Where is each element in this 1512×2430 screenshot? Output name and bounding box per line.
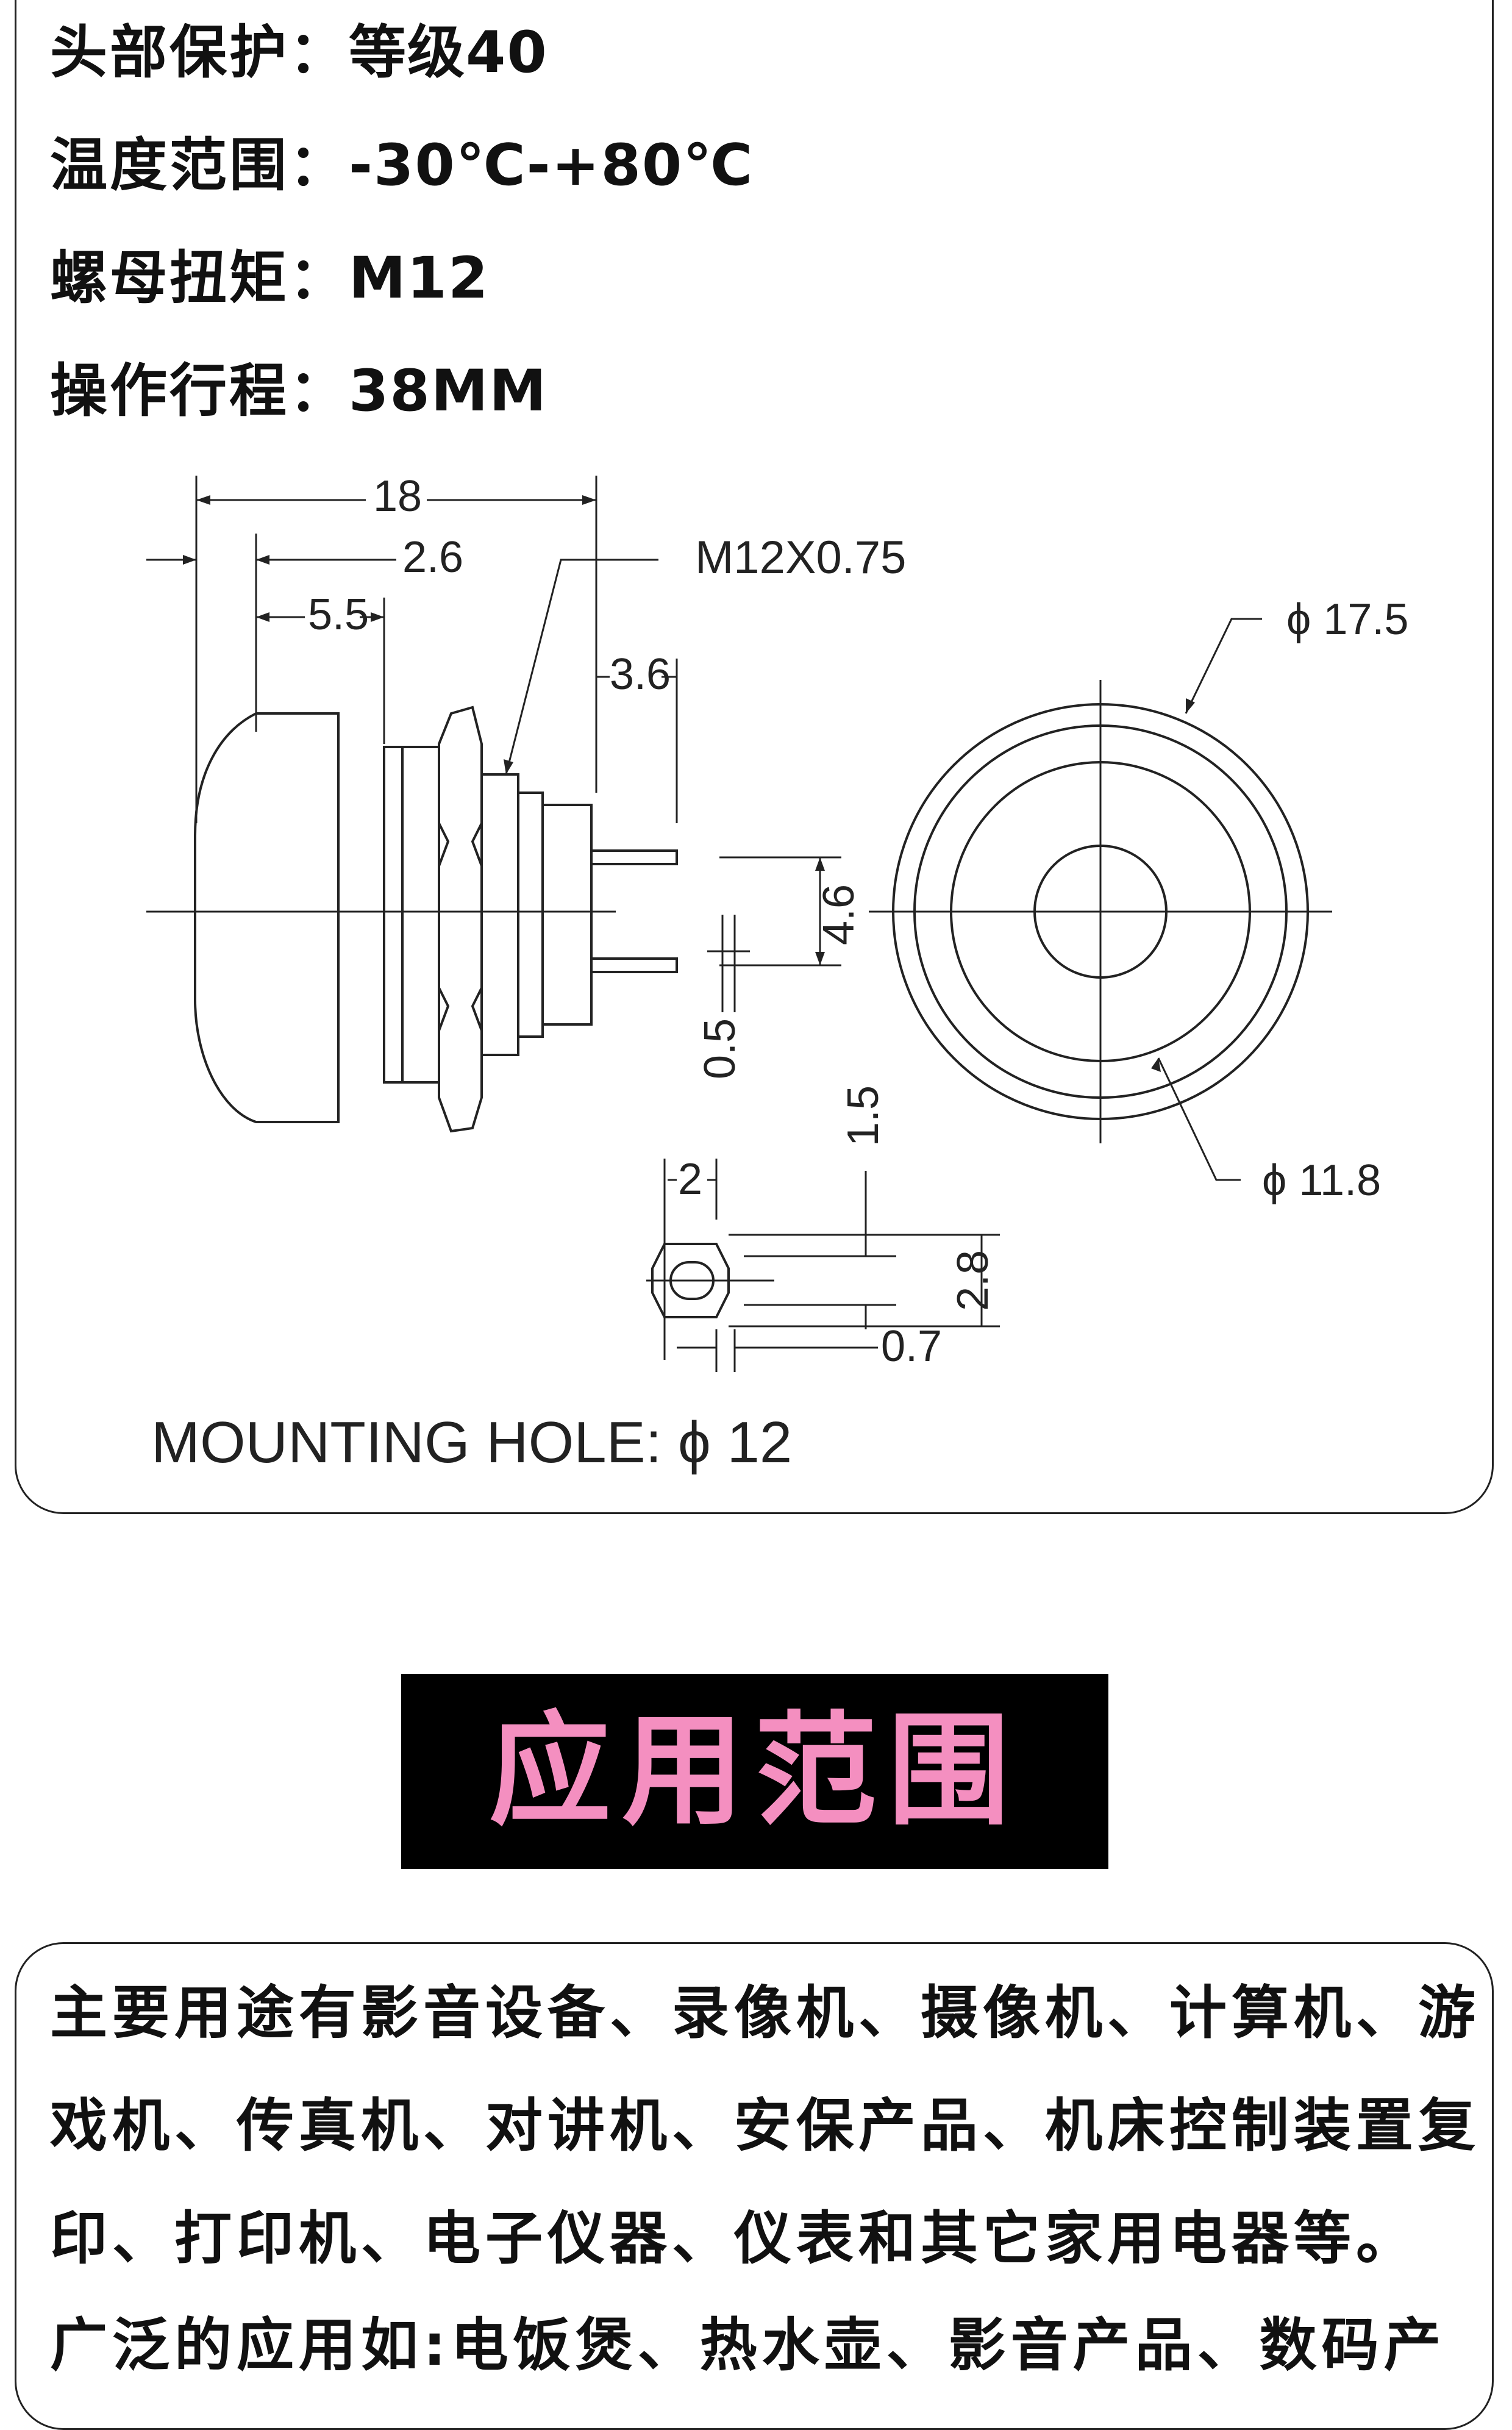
- spec-nut-torque: 螺母扭矩：M12: [50, 250, 489, 307]
- application-line: 广泛的应用如:电饭煲、热水壶、影音产品、数码产: [50, 2312, 1446, 2379]
- dia-11-8-label: ϕ 11.8: [1262, 1156, 1381, 1205]
- section-title: 应用范围: [488, 1700, 1021, 1842]
- dim-4-6-label: 4.6: [815, 884, 863, 945]
- spec-label: 头部保护：: [50, 20, 349, 86]
- terminal-upper: [590, 849, 678, 865]
- hex-nut: [438, 706, 483, 1133]
- dia-17-5-label: ϕ 17.5: [1286, 595, 1408, 644]
- spec-value: -30℃-+80℃: [349, 132, 754, 199]
- dim-5-5-label: 5.5: [308, 590, 369, 639]
- button-flange: [383, 746, 440, 1084]
- spec-value: 38MM: [349, 358, 547, 424]
- technical-drawing: 18 2.6 5.5 3.6 M12X0.75 4.6 0.5 ϕ 17.5 ϕ…: [146, 472, 1408, 1475]
- dim-0-7-label: 0.7: [881, 1322, 942, 1371]
- dim-2-label: 2: [678, 1155, 702, 1204]
- spec-label: 温度范围：: [50, 132, 349, 199]
- button-cap-outline: [194, 712, 340, 1123]
- body-step: [517, 792, 544, 1038]
- spec-value: 等级40: [349, 20, 548, 86]
- spec-label: 操作行程：: [50, 358, 349, 424]
- threaded-body: [480, 773, 519, 1056]
- spec-temperature-range: 温度范围：-30℃-+80℃: [50, 137, 754, 195]
- dim-3-6-label: 3.6: [610, 650, 671, 699]
- dim-18-label: 18: [373, 472, 422, 521]
- application-line: 主要用途有影音设备、录像机、摄像机、计算机、游: [50, 1980, 1481, 2046]
- terminal-detail: [646, 1159, 1000, 1372]
- mounting-hole-label: MOUNTING HOLE: ϕ 12: [151, 1410, 792, 1475]
- application-line: 戏机、传真机、对讲机、安保产品、机床控制装置复: [50, 2093, 1481, 2159]
- application-line: 印、打印机、电子仪器、仪表和其它家用电器等。: [50, 2206, 1419, 2272]
- spec-head-protection: 头部保护：等级40: [50, 24, 548, 82]
- spec-value: M12: [349, 245, 490, 312]
- thread-spec-label: M12X0.75: [695, 532, 906, 584]
- spec-label: 螺母扭矩：: [50, 245, 349, 312]
- dim-1-5-label: 1.5: [839, 1085, 888, 1146]
- dim-2-6-label: 2.6: [402, 533, 463, 582]
- specification-card: [15, 0, 1494, 1514]
- dim-0-5-label: 0.5: [696, 1018, 744, 1079]
- dim-2-8-label: 2.8: [949, 1250, 997, 1311]
- front-view: [869, 618, 1332, 1181]
- terminal-lower: [590, 957, 678, 973]
- section-banner: 应用范围: [401, 1674, 1108, 1869]
- body-rear: [541, 804, 593, 1026]
- spec-operating-travel: 操作行程：38MM: [50, 363, 547, 420]
